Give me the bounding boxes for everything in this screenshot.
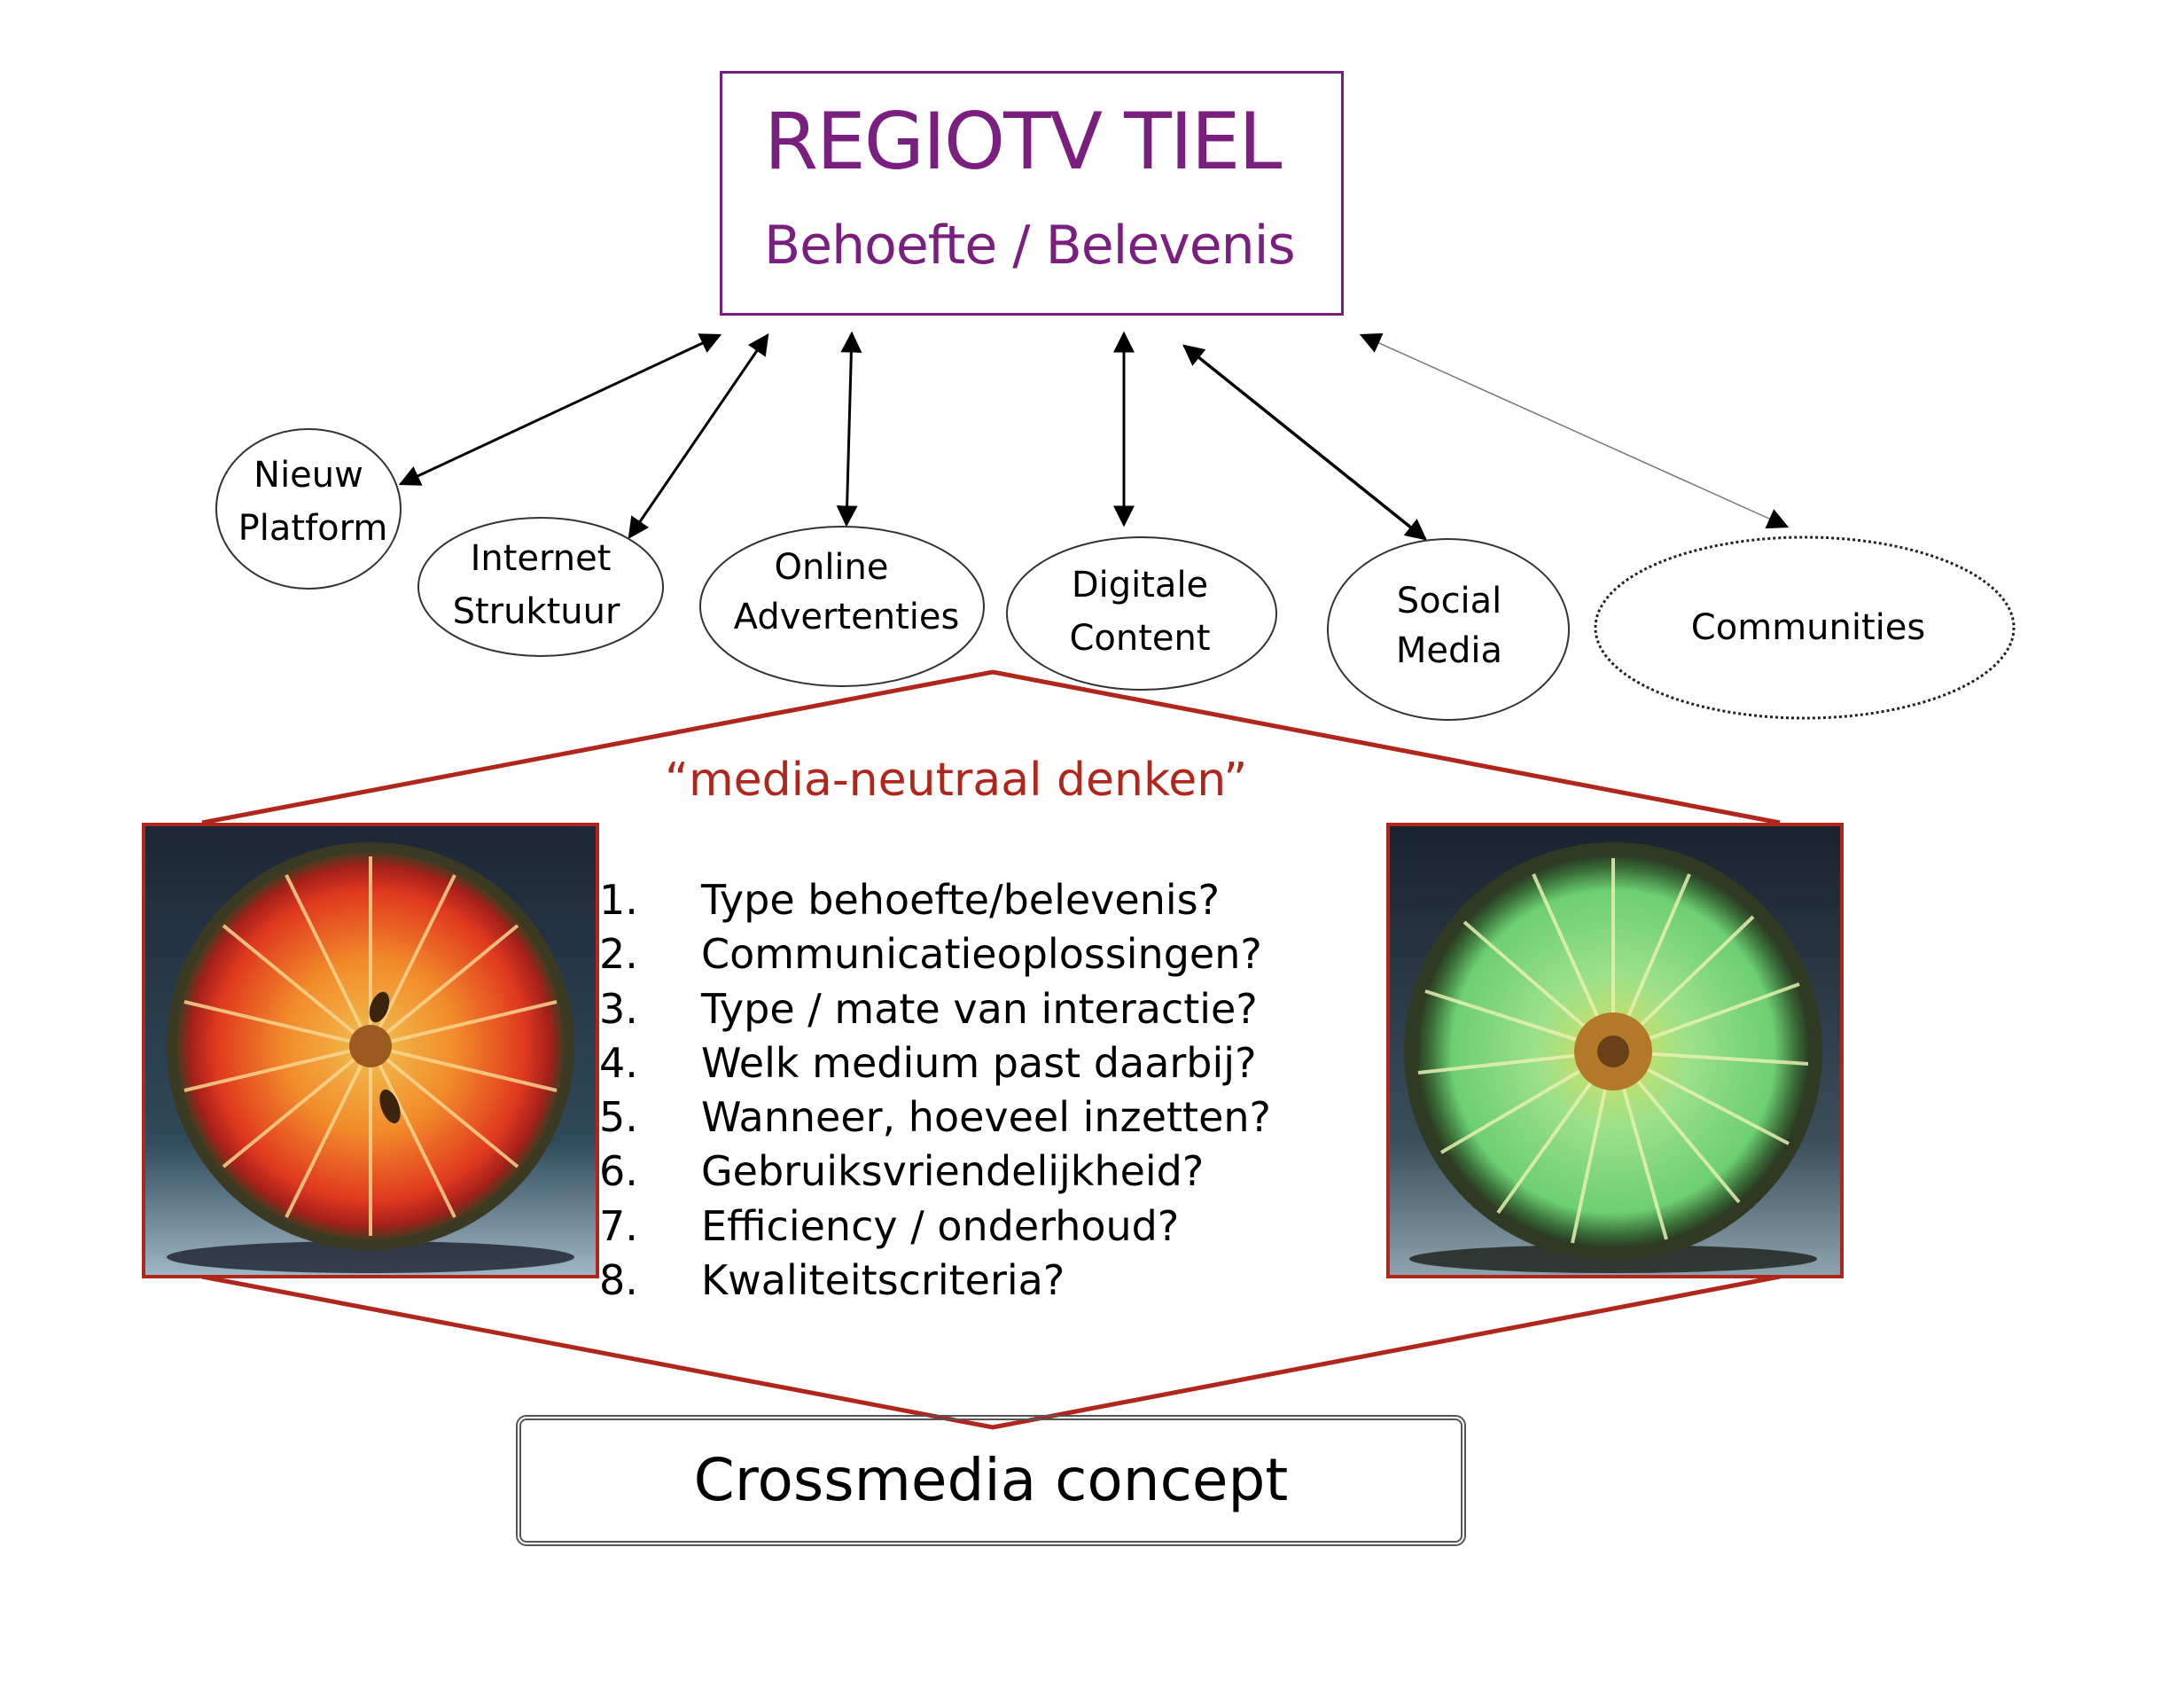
list-item: 1.Type behoefte/belevenis? (599, 876, 1221, 924)
node-ellipse-digitale-content (1006, 536, 1277, 691)
list-item: 6.Gebruiksvriendelijkheid? (599, 1147, 1205, 1196)
node-label-internet-struktuur: Internet Struktuur (452, 538, 620, 632)
list-item: 2.Communicatieoplossingen? (599, 930, 1262, 979)
hexagon-outline (201, 669, 1781, 1430)
title-main: REGIOTV TIEL (764, 96, 1282, 187)
connector-arrows (398, 331, 1790, 541)
title-box (720, 71, 1344, 316)
crossmedia-concept-label: Crossmedia concept (693, 1446, 1289, 1514)
node-label-digitale-content: Digitale Content (1069, 565, 1211, 659)
lime-slice-image (1386, 823, 1844, 1278)
list-item: 4.Welk medium past daarbij? (599, 1038, 1257, 1087)
media-neutral-quote: “media-neutraal denken” (665, 754, 1248, 807)
node-ellipse-social-media (1327, 538, 1570, 721)
node-label-nieuw-platform: Nieuw Platform (238, 455, 388, 549)
list-item: 8.Kwaliteitscriteria? (599, 1256, 1065, 1305)
node-ellipse-communities (1594, 535, 2016, 720)
title-subtitle: Behoefte / Belevenis (764, 215, 1296, 277)
list-item: 5.Wanneer, hoeveel inzetten? (599, 1093, 1271, 1142)
grapefruit-slice-image (142, 823, 599, 1278)
list-item: 3.Type / mate van interactie? (599, 984, 1258, 1033)
node-ellipse-online-advertenties (699, 526, 985, 687)
list-item: 7.Efficiency / onderhoud? (599, 1201, 1180, 1250)
node-label-social-media: Social Media (1395, 581, 1503, 671)
crossmedia-concept-box (516, 1415, 1466, 1546)
question-list: 1.Type behoefte/belevenis? 2.Communicati… (599, 873, 1271, 1308)
node-ellipse-nieuw-platform (215, 428, 402, 590)
node-label-online-advertenties: Online Advertenties (733, 547, 960, 637)
node-label-communities: Communities (1690, 607, 1926, 648)
node-ellipses (215, 428, 2016, 721)
node-ellipse-internet-struktuur (417, 517, 664, 657)
